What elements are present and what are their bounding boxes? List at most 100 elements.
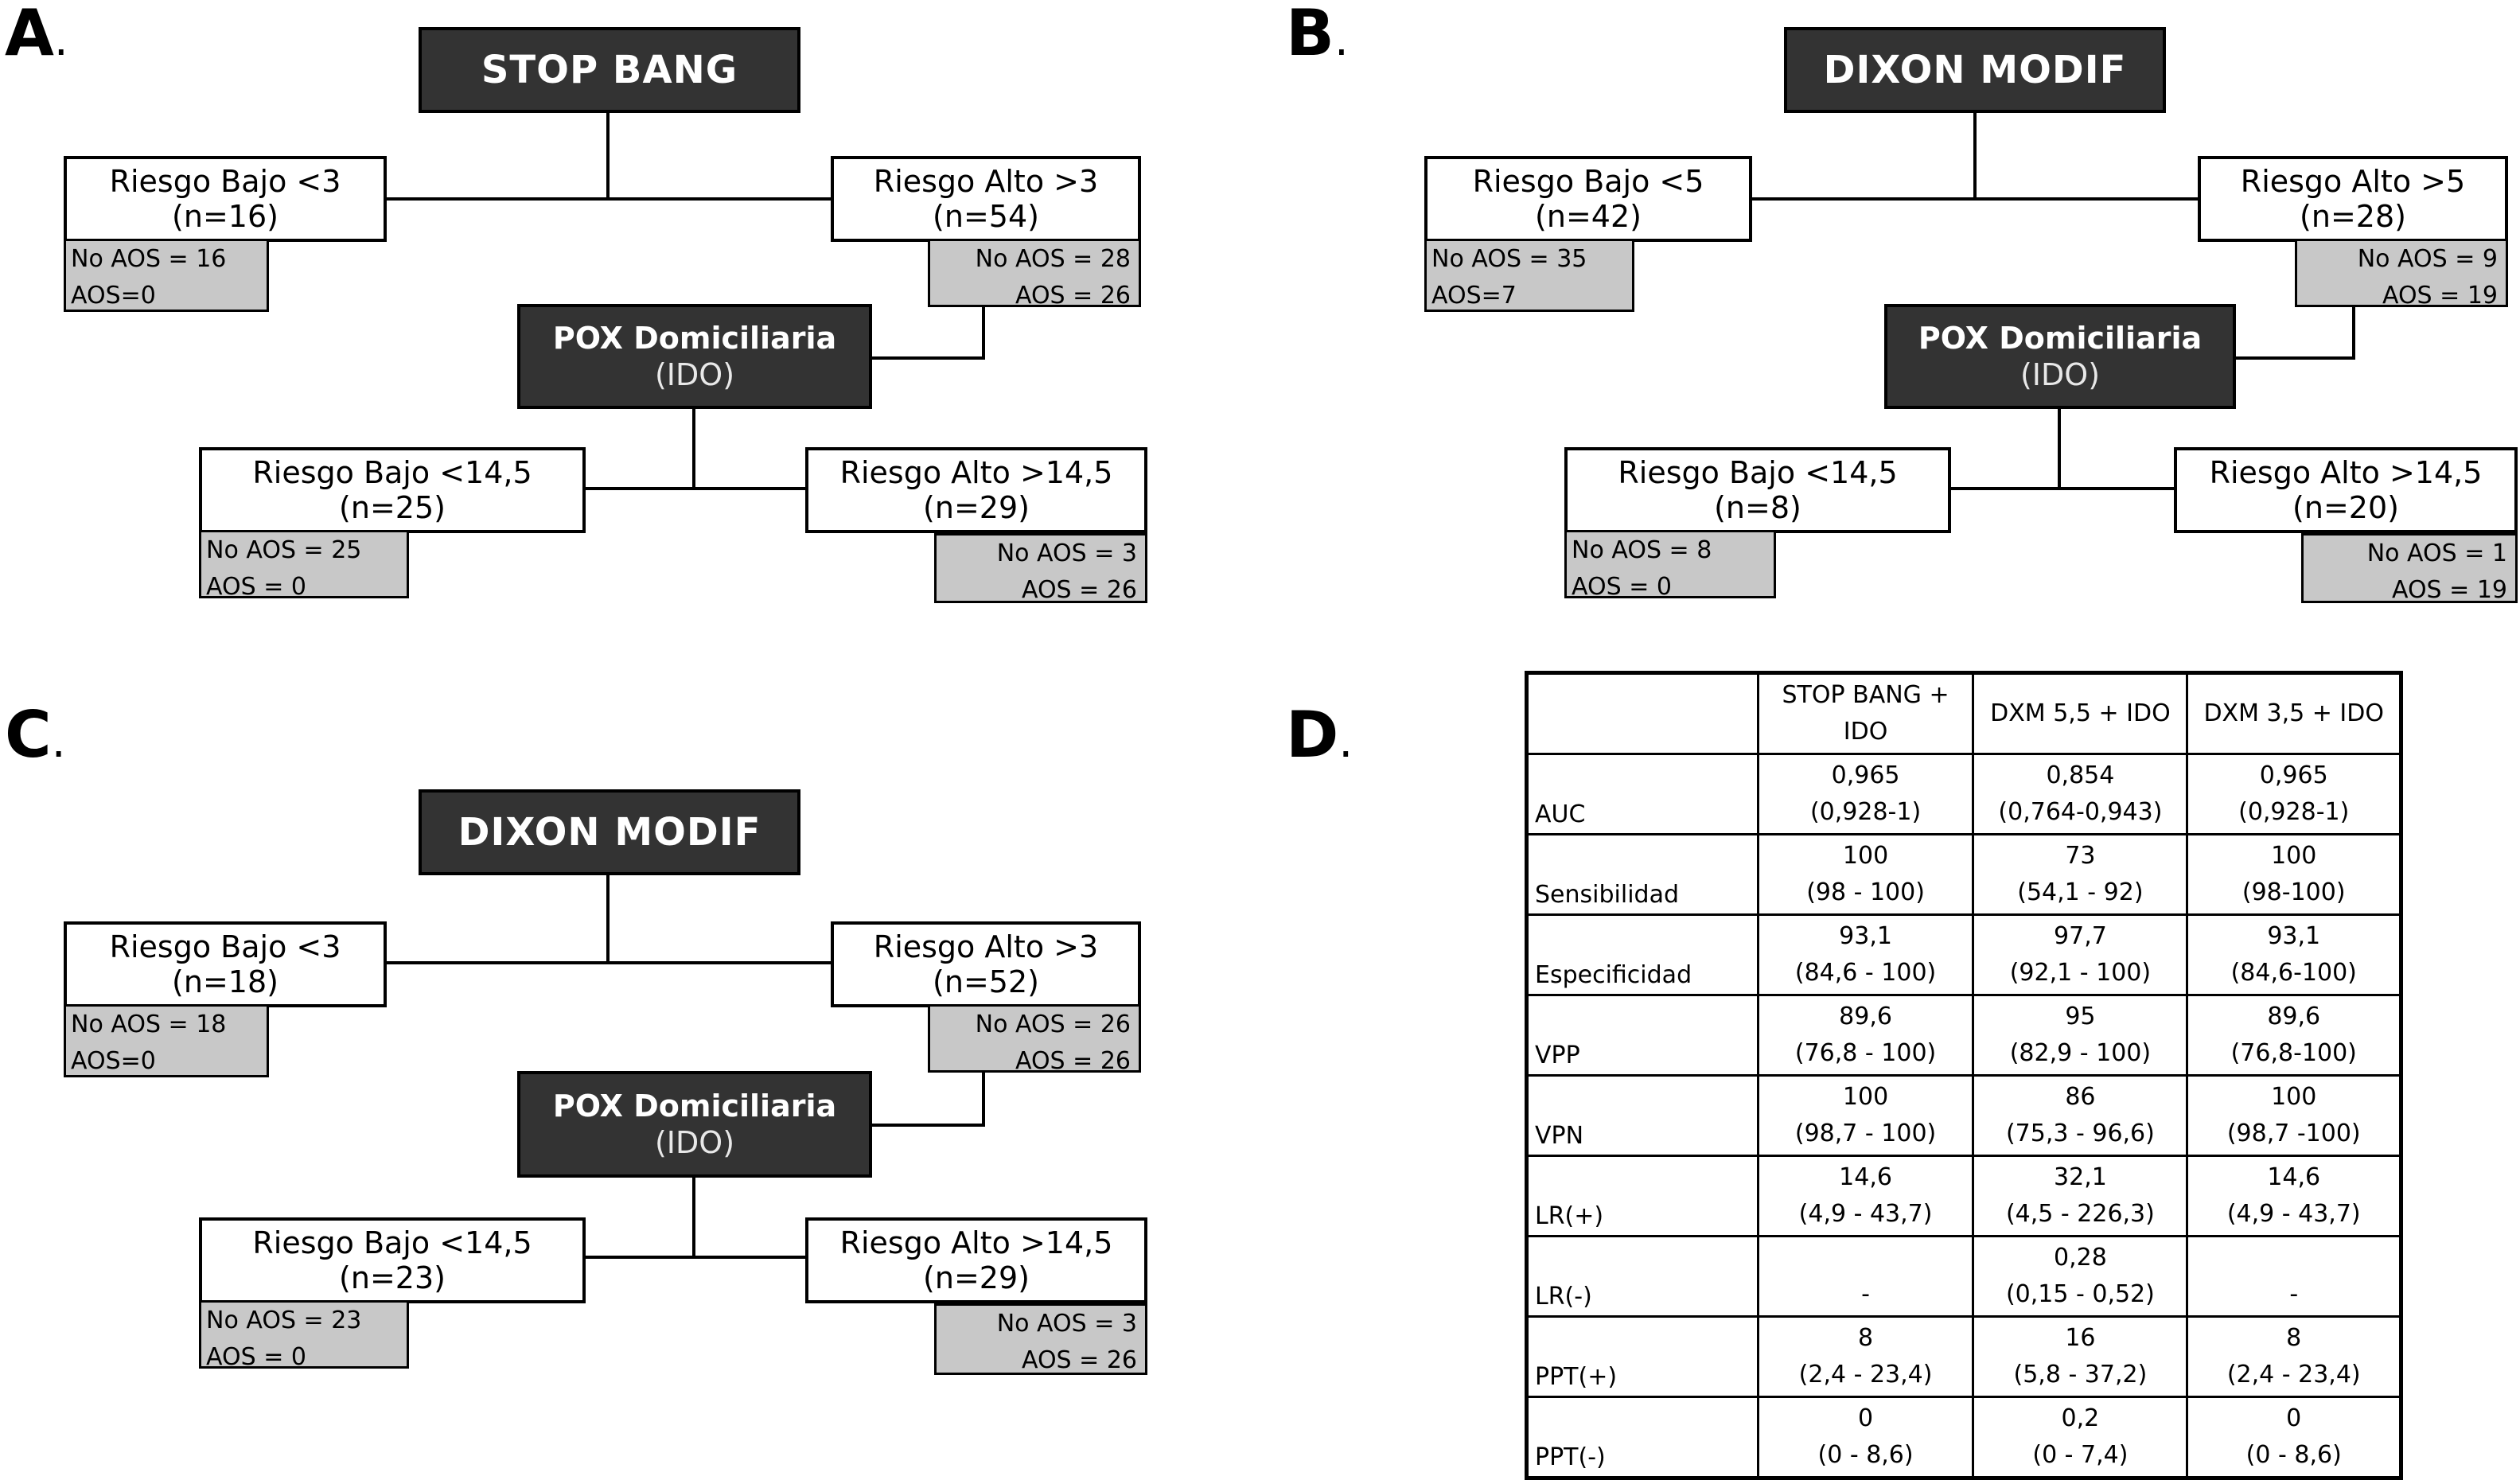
- cell-interval: (92,1 - 100): [2009, 959, 2152, 987]
- cell-interval: (2,4 - 23,4): [1798, 1361, 1933, 1388]
- cell-value: 100: [2271, 842, 2317, 870]
- cell-value: 0,965: [1831, 761, 1900, 789]
- connector: [871, 356, 985, 360]
- connector: [982, 307, 985, 358]
- high-risk-ido-box: Riesgo Alto >14,5(n=29): [805, 1217, 1147, 1303]
- cell-value: 14,6: [2267, 1163, 2321, 1191]
- low-risk-box: Riesgo Bajo <3(n=18): [64, 921, 387, 1007]
- cell-interval: (98-100): [2242, 878, 2346, 906]
- connector: [692, 1178, 695, 1257]
- low-risk-box: Riesgo Bajo <5(n=42): [1424, 156, 1752, 242]
- cell-interval: (4,5 - 226,3): [2005, 1200, 2155, 1228]
- panel-label-d: D.: [1286, 698, 1353, 772]
- cell-interval: (98,7 -100): [2226, 1120, 2361, 1147]
- row-label: PPT(-): [1525, 1396, 1759, 1479]
- row-label: Sensibilidad: [1525, 833, 1759, 916]
- connector: [584, 487, 807, 490]
- table-cell: 73(54,1 - 92): [1972, 833, 2189, 916]
- cell-value: 0,28: [2054, 1244, 2107, 1272]
- connector: [385, 961, 832, 964]
- table-cell: 8 (2,4 - 23,4): [2186, 1315, 2402, 1398]
- cell-interval: (75,3 - 96,6): [2005, 1120, 2155, 1147]
- cell-interval: (0 - 8,6): [1817, 1441, 1914, 1469]
- cell-interval: (2,4 - 23,4): [2226, 1361, 2361, 1388]
- table-cell: 0 (0 - 8,6): [1756, 1396, 1975, 1479]
- connector: [1973, 113, 1977, 199]
- connector: [606, 113, 610, 199]
- table-cell: -: [1756, 1235, 1975, 1318]
- panel-label-c: C.: [5, 698, 66, 772]
- table-row: PPT(+)8(2,4 - 23,4)16(5,8 - 37,2)8(2,4 -…: [1525, 1315, 2402, 1398]
- row-label: AUC: [1525, 753, 1759, 835]
- table-row: LR(-) -0,28(0,15 - 0,52) -: [1525, 1235, 2402, 1318]
- table-cell: 89,6(76,8-100): [2186, 994, 2402, 1077]
- cell-value: 100: [1842, 1083, 1889, 1111]
- cell-value: 100: [1842, 842, 1889, 870]
- cell-value: 8: [2286, 1324, 2302, 1352]
- pox-ido-box: POX Domiciliaria(IDO): [1884, 304, 2236, 409]
- cell-value: 8: [1858, 1324, 1874, 1352]
- cell-value: 97,7: [2054, 922, 2107, 950]
- cell-value: 0: [1858, 1404, 1874, 1432]
- diagnostic-performance-table: STOP BANG +IDO DXM 5,5 + IDO DXM 3,5 + I…: [1525, 671, 2403, 1480]
- connector: [2352, 307, 2355, 358]
- table-cell: 0,965(0,928-1): [2186, 753, 2402, 835]
- table-cell: 93,1(84,6-100): [2186, 913, 2402, 996]
- panel-label-b: B.: [1286, 0, 1349, 70]
- connector: [1949, 487, 2175, 490]
- table-cell: 8 (2,4 - 23,4): [1756, 1315, 1975, 1398]
- table-cell: 0,854 (0,764-0,943): [1972, 753, 2189, 835]
- cell-value: 14,6: [1839, 1163, 1892, 1191]
- table-cell: 0,28(0,15 - 0,52): [1972, 1235, 2189, 1318]
- connector: [692, 409, 695, 489]
- table-row: LR(+)14,6(4,9 - 43,7)32,1(4,5 - 226,3)14…: [1525, 1155, 2402, 1237]
- table-cell: 86 (75,3 - 96,6): [1972, 1074, 2189, 1157]
- low-risk-ido-box: Riesgo Bajo <14,5(n=25): [199, 447, 586, 533]
- high-risk-box: Riesgo Alto >3(n=54): [831, 156, 1141, 242]
- cell-interval: (0,928-1): [1809, 798, 1922, 826]
- cell-interval: (0 - 7,4): [2032, 1441, 2129, 1469]
- cell-interval: (5,8 - 37,2): [2013, 1361, 2148, 1388]
- row-label: PPT(+): [1525, 1315, 1759, 1398]
- row-label: VPN: [1525, 1074, 1759, 1157]
- table-cell: 93,1(84,6 - 100): [1756, 913, 1975, 996]
- cell-value: 0: [2286, 1404, 2302, 1432]
- cell-value: 93,1: [2267, 922, 2321, 950]
- table-cell: 95(82,9 - 100): [1972, 994, 2189, 1077]
- low-risk-box: Riesgo Bajo <3(n=16): [64, 156, 387, 242]
- table-cell: 97,7 (92,1 - 100): [1972, 913, 2189, 996]
- table-cell: 100(98,7 - 100): [1756, 1074, 1975, 1157]
- table-cell: 100(98,7 -100): [2186, 1074, 2402, 1157]
- cell-value: 0,854: [2046, 761, 2115, 789]
- cell-interval: (82,9 - 100): [2009, 1039, 2152, 1067]
- high-risk-ido-box: Riesgo Alto >14,5(n=29): [805, 447, 1147, 533]
- panel-title: STOP BANG: [419, 27, 800, 113]
- cell-interval: (98 - 100): [1806, 878, 1925, 906]
- table-header-row: STOP BANG +IDO DXM 5,5 + IDO DXM 3,5 + I…: [1525, 672, 2402, 755]
- high-risk-ido-box: Riesgo Alto >14,5(n=20): [2174, 447, 2518, 533]
- table-cell: 100 (98 - 100): [1756, 833, 1975, 916]
- table-cell: 89,6(76,8 - 100): [1756, 994, 1975, 1077]
- header-empty-cell: [1525, 672, 1759, 755]
- table-cell: 14,6(4,9 - 43,7): [2186, 1155, 2402, 1237]
- row-label: LR(-): [1525, 1235, 1759, 1318]
- header-cell: STOP BANG +IDO: [1756, 672, 1975, 755]
- cell-value: 73: [2065, 842, 2096, 870]
- low-risk-ido-box: Riesgo Bajo <14,5(n=8): [1564, 447, 1951, 533]
- cell-value: 86: [2065, 1083, 2096, 1111]
- cell-interval: (84,6 - 100): [1794, 959, 1937, 987]
- connector: [2234, 356, 2355, 360]
- cell-interval: (0,928-1): [2238, 798, 2350, 826]
- cell-interval: (0,764-0,943): [1998, 798, 2163, 826]
